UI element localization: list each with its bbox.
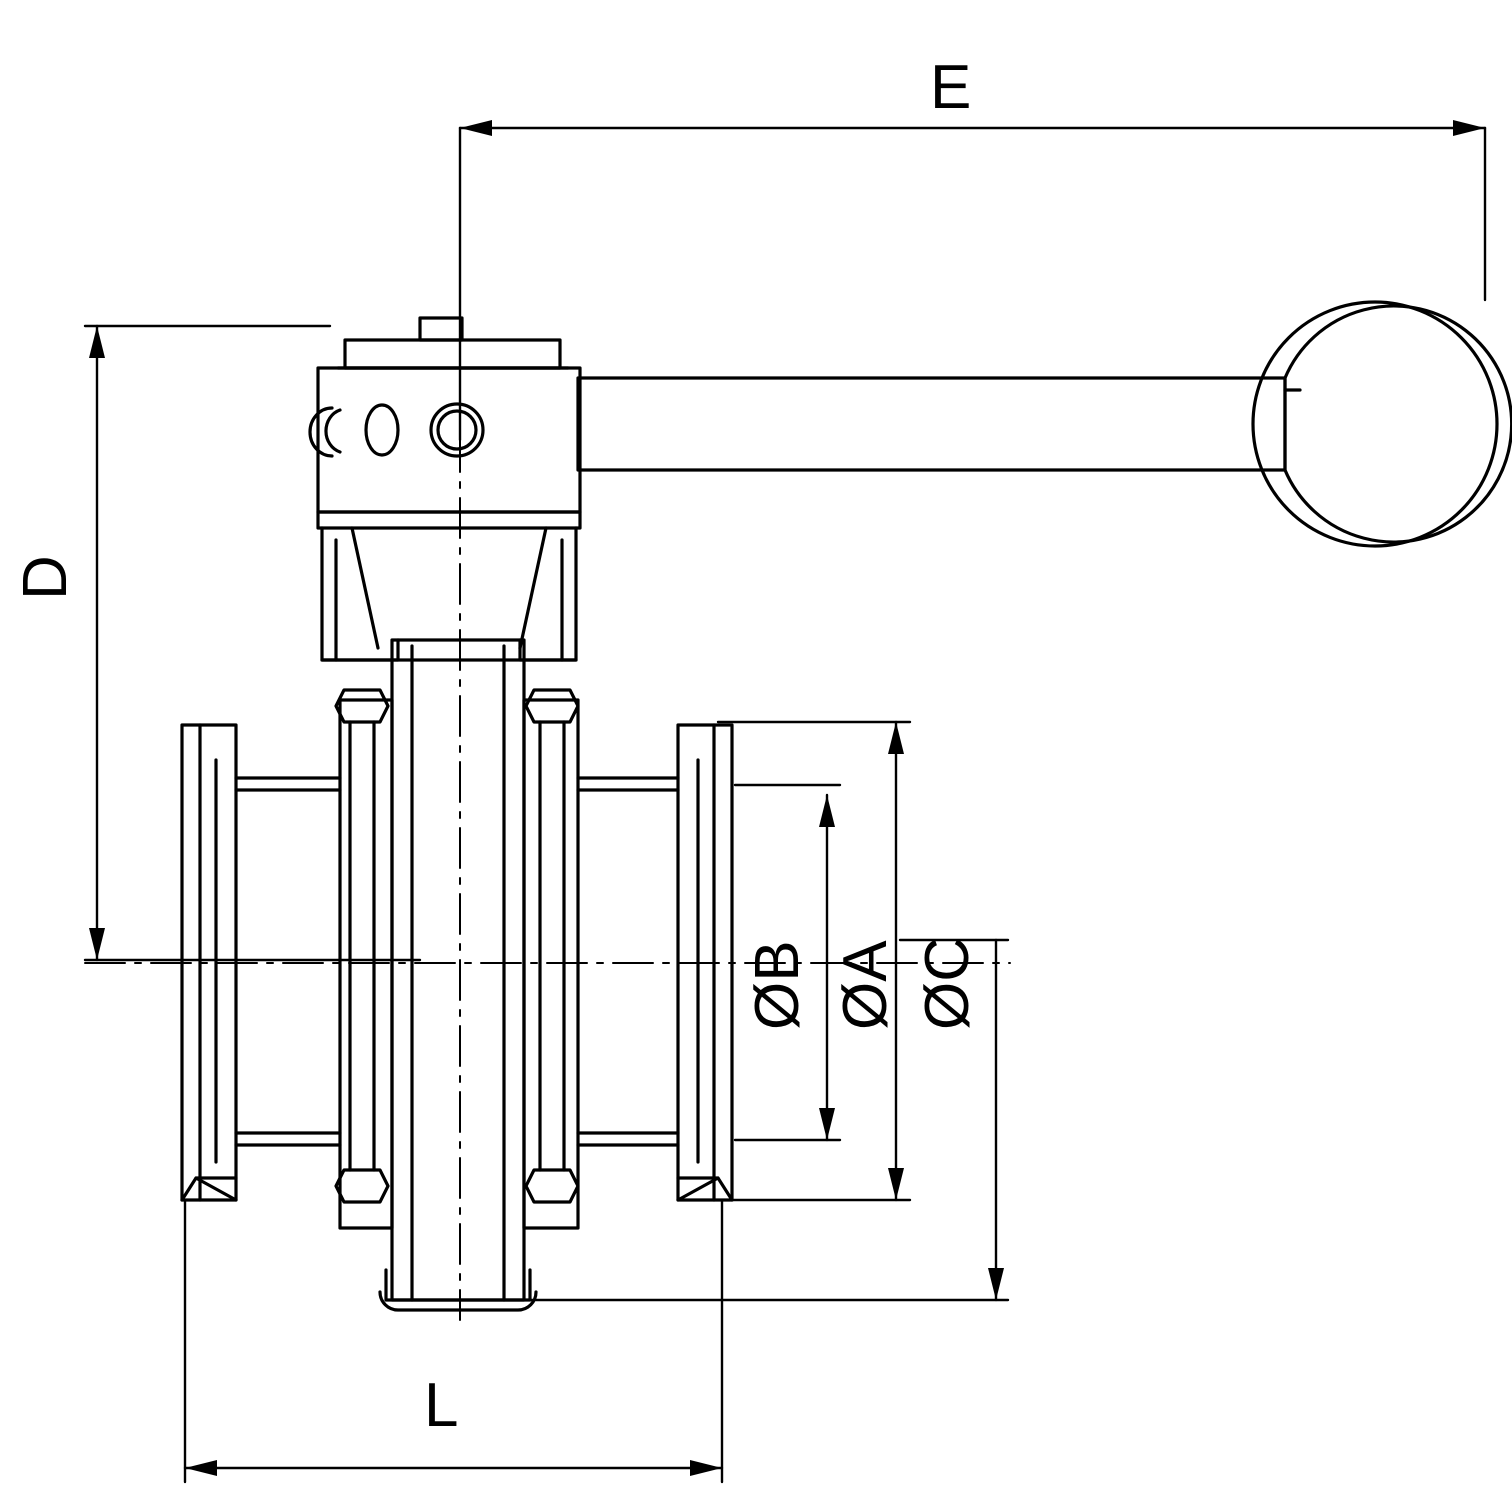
dimension-line-A (716, 720, 912, 1202)
dimension-label-E: E (930, 53, 972, 122)
left-clamp-ferrule (180, 723, 342, 1202)
dimension-label-C: ØC (913, 937, 982, 1030)
centerlines (84, 299, 1011, 1321)
valve-seat-details (338, 788, 580, 1135)
valve-stem (378, 638, 538, 1312)
dimension-line-B (733, 783, 842, 1142)
right-clamp-ferrule (576, 723, 734, 1202)
handle-assembly (576, 300, 1512, 548)
valve-actuator-housing (308, 316, 582, 662)
dimension-line-C (518, 938, 1010, 1302)
dimension-label-B: ØB (743, 940, 812, 1030)
dimension-line-E (458, 120, 1487, 442)
dimension-line-D (83, 324, 422, 962)
dimension-label-L: L (424, 1371, 459, 1440)
dimension-label-D: D (11, 555, 80, 600)
dimension-line-L (183, 1198, 724, 1484)
dimension-label-A: ØA (831, 940, 900, 1030)
